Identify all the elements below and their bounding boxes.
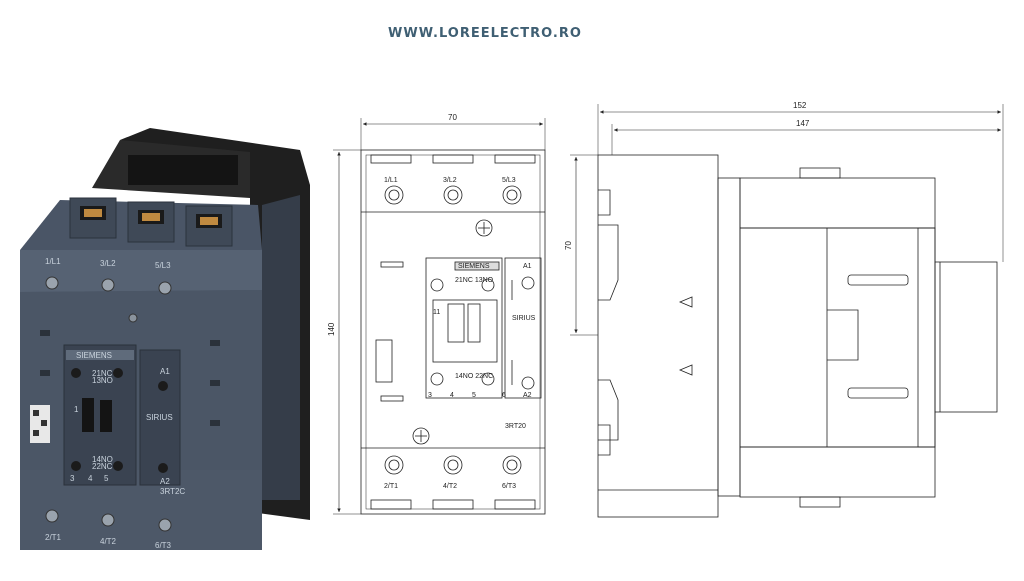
screw-icon bbox=[101, 513, 115, 527]
3d-aux-label: 4 bbox=[88, 474, 93, 483]
terminal-screw-icon bbox=[384, 455, 404, 475]
3d-bottom-terminal-label: 2/T1 bbox=[45, 533, 62, 542]
3d-top-terminal-label: 3/L2 bbox=[100, 259, 116, 268]
3d-brand: SIEMENS bbox=[76, 351, 112, 360]
aux-num-label: 4 bbox=[450, 392, 454, 399]
coil-a2-label: A2 bbox=[523, 392, 532, 399]
coil-block bbox=[139, 349, 181, 486]
contactor-3d-render: 1/L1 3/L2 5/L3 SIEMENS 21NC 13NO 1 14NO bbox=[20, 128, 310, 550]
screw-icon bbox=[45, 276, 59, 290]
screw-icon bbox=[101, 278, 115, 292]
3d-coil-label: A2 bbox=[160, 477, 170, 486]
screw-icon bbox=[45, 509, 59, 523]
aux-block-outline bbox=[425, 257, 503, 399]
screw-icon bbox=[158, 281, 172, 295]
front-bottom-terminal-label: 6/T3 bbox=[502, 483, 516, 490]
aux-screw-icon bbox=[113, 461, 123, 471]
3d-bottom-terminal-label: 4/T2 bbox=[100, 537, 117, 546]
3d-aux-label: 3 bbox=[70, 474, 75, 483]
coil-screw-icon bbox=[158, 463, 168, 473]
aux-screw-icon bbox=[71, 461, 81, 471]
3d-top-terminal-label: 1/L1 bbox=[45, 257, 61, 266]
aux-screw-icon bbox=[481, 278, 495, 292]
front-side-text: SIRIUS bbox=[512, 315, 536, 322]
3d-aux-label: 21NC bbox=[92, 369, 113, 378]
3d-aux-label: 5 bbox=[104, 474, 109, 483]
front-bottom-terminal-label: 2/T1 bbox=[384, 483, 398, 490]
website-header: WWW.LOREELECTRO.RO bbox=[388, 26, 582, 41]
front-top-terminal-label: 1/L1 bbox=[384, 177, 398, 184]
side-base-outline bbox=[597, 154, 719, 518]
front-outline bbox=[360, 149, 546, 515]
coil-a1-label: A1 bbox=[523, 263, 532, 270]
coil-block-outline bbox=[504, 257, 542, 399]
height-label: 140 bbox=[327, 322, 336, 336]
terminal-screw-icon bbox=[443, 455, 463, 475]
screw-icon bbox=[158, 518, 172, 532]
qr-code bbox=[375, 339, 393, 383]
terminal-screw-icon bbox=[384, 185, 404, 205]
aux-11-label: 11 bbox=[433, 309, 440, 316]
aux-num-label: 5 bbox=[472, 392, 476, 399]
front-top-terminal-label: 5/L3 bbox=[502, 177, 516, 184]
screw-icon bbox=[128, 313, 138, 323]
3d-side-label: SIRIUS bbox=[146, 413, 173, 422]
aux-num-label: 3 bbox=[428, 392, 432, 399]
front-top-terminal-label: 3/L2 bbox=[443, 177, 457, 184]
aux-screw-icon bbox=[481, 372, 495, 386]
total-width-label: 152 bbox=[793, 101, 807, 110]
front-view-labels: 70 140 1/L1 3/L2 5/L3 2/T1 4/T2 6/T3 SIE… bbox=[327, 113, 536, 490]
3d-coil-label: A1 bbox=[160, 367, 170, 376]
aux-bottom-label: 14NO 22NC bbox=[455, 373, 493, 380]
terminal-screw-icon bbox=[502, 185, 522, 205]
side-view-drawing bbox=[570, 104, 1004, 518]
front-model-label: 3RT20 bbox=[505, 423, 526, 430]
coil-screw-icon bbox=[521, 276, 535, 290]
body-width-label: 147 bbox=[796, 119, 810, 128]
3d-bottom-terminal-label: 6/T3 bbox=[155, 541, 172, 550]
side-right-module bbox=[934, 261, 998, 413]
aux-screw-icon bbox=[113, 368, 123, 378]
front-brand-strip: SIEMENS bbox=[458, 263, 490, 270]
front-bottom-terminal-label: 4/T2 bbox=[443, 483, 457, 490]
3d-aux-label: 13NO bbox=[92, 376, 113, 385]
aux-num-label: 6 bbox=[502, 392, 506, 399]
aux-top-label: 21NC 13NO bbox=[455, 277, 494, 284]
mount-height-label: 70 bbox=[564, 241, 573, 250]
3d-model: 3RT2C bbox=[160, 487, 185, 496]
3d-aux-label: 22NC bbox=[92, 462, 113, 471]
coil-screw-icon bbox=[158, 381, 168, 391]
coil-screw-icon bbox=[521, 376, 535, 390]
aux-screw-icon bbox=[71, 368, 81, 378]
3d-top-terminal-label: 5/L3 bbox=[155, 261, 171, 270]
3d-aux-label: 14NO bbox=[92, 455, 113, 464]
aux-screw-icon bbox=[430, 278, 444, 292]
side-view-labels: 152 147 70 bbox=[564, 101, 810, 250]
fixing-screw-icon bbox=[412, 427, 430, 445]
aux-screw-icon bbox=[430, 372, 444, 386]
housing-side bbox=[262, 195, 300, 500]
front-view-drawing bbox=[333, 118, 546, 515]
width-label: 70 bbox=[448, 113, 457, 122]
terminal-screw-icon bbox=[443, 185, 463, 205]
3d-aux-label: 1 bbox=[74, 405, 79, 414]
terminal-screw-icon bbox=[502, 455, 522, 475]
fixing-screw-icon bbox=[475, 219, 493, 237]
